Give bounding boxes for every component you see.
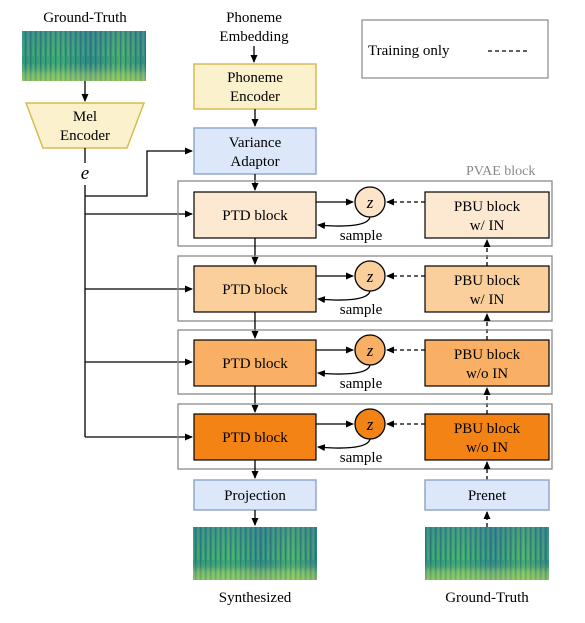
pvae-block-label: PVAE block (466, 164, 535, 179)
phoneme-encoder-line1: Phoneme (227, 70, 283, 86)
pvae-frame-2 (177, 255, 553, 322)
pvae-frame-4 (177, 403, 553, 470)
pvae-block-3: PTD block z PBU block w/o IN sample (177, 329, 553, 395)
ptd-block-4-label: PTD block (222, 430, 288, 446)
projection-label: Projection (224, 488, 286, 504)
pbu-block-4 (424, 413, 550, 461)
pbu-block-1 (424, 191, 550, 239)
sample-label-4: sample (340, 450, 383, 466)
pbu-block-2-line1: PBU block (454, 273, 521, 289)
pbu-block-4-line2: w/o IN (466, 440, 508, 456)
phoneme-encoder: Phoneme Encoder (193, 63, 317, 110)
pbu-block-2-line2: w/ IN (470, 292, 505, 308)
arrow-sample-1 (317, 216, 371, 230)
arrow-sample-4 (317, 438, 371, 452)
phoneme-embedding-line2: Embedding (219, 29, 289, 45)
pbu-block-4-line1: PBU block (454, 421, 521, 437)
phoneme-embedding-line1: Phoneme (226, 10, 282, 26)
ptd-block-3 (193, 339, 317, 387)
sample-label-3: sample (340, 376, 383, 392)
pbu-block-3-line1: PBU block (454, 347, 521, 363)
mel-encoder-line2: Encoder (60, 128, 110, 144)
z-label-1: z (366, 193, 374, 212)
pvae-frame-3 (177, 329, 553, 395)
phoneme-encoder-line2: Encoder (230, 89, 280, 105)
legend: Training only (361, 19, 549, 79)
ptd-block-1 (193, 191, 317, 239)
projection: Projection (193, 479, 317, 511)
pvae-block-4: PTD block z PBU block w/o IN sample (177, 403, 553, 470)
ptd-block-1-label: PTD block (222, 208, 288, 224)
z-label-4: z (366, 415, 374, 434)
ptd-block-2 (193, 265, 317, 313)
ground-truth-top-label: Ground-Truth (43, 10, 127, 26)
prenet: Prenet (424, 479, 550, 511)
pvae-block-1: PTD block z PBU block w/ IN sample (177, 180, 553, 247)
pvae-block-2: PTD block z PBU block w/ IN sample (177, 255, 553, 322)
prenet-label: Prenet (468, 488, 507, 504)
sample-label-1: sample (340, 228, 383, 244)
pvae-frame-1 (177, 180, 553, 247)
mel-encoder-line1: Mel (73, 109, 97, 125)
arrow-sample-3 (317, 364, 371, 378)
ground-truth-spectrogram-bottom (425, 527, 549, 580)
ground-truth-bottom-label: Ground-Truth (445, 590, 529, 606)
pbu-block-3-line2: w/o IN (466, 366, 508, 382)
pbu-block-1-line2: w/ IN (470, 218, 505, 234)
pbu-block-2 (424, 265, 550, 313)
legend-training-only: Training only (368, 43, 450, 59)
variance-adaptor-line2: Adaptor (230, 154, 279, 170)
e-label: e (81, 163, 89, 184)
synthesized-spectrogram (193, 527, 317, 580)
pbu-block-3 (424, 339, 550, 387)
ground-truth-spectrogram-top (22, 31, 146, 81)
ptd-block-3-label: PTD block (222, 356, 288, 372)
pbu-block-1-line1: PBU block (454, 199, 521, 215)
synthesized-label: Synthesized (219, 590, 292, 606)
z-label-2: z (366, 267, 374, 286)
z-label-3: z (366, 341, 374, 360)
mel-encoder: Mel Encoder (24, 102, 146, 149)
arrow-e-to-variance (85, 147, 193, 197)
variance-adaptor: Variance Adaptor (193, 127, 317, 175)
arrow-sample-2 (317, 290, 371, 304)
variance-adaptor-line1: Variance (229, 135, 282, 151)
sample-label-2: sample (340, 302, 383, 318)
ptd-block-2-label: PTD block (222, 282, 288, 298)
